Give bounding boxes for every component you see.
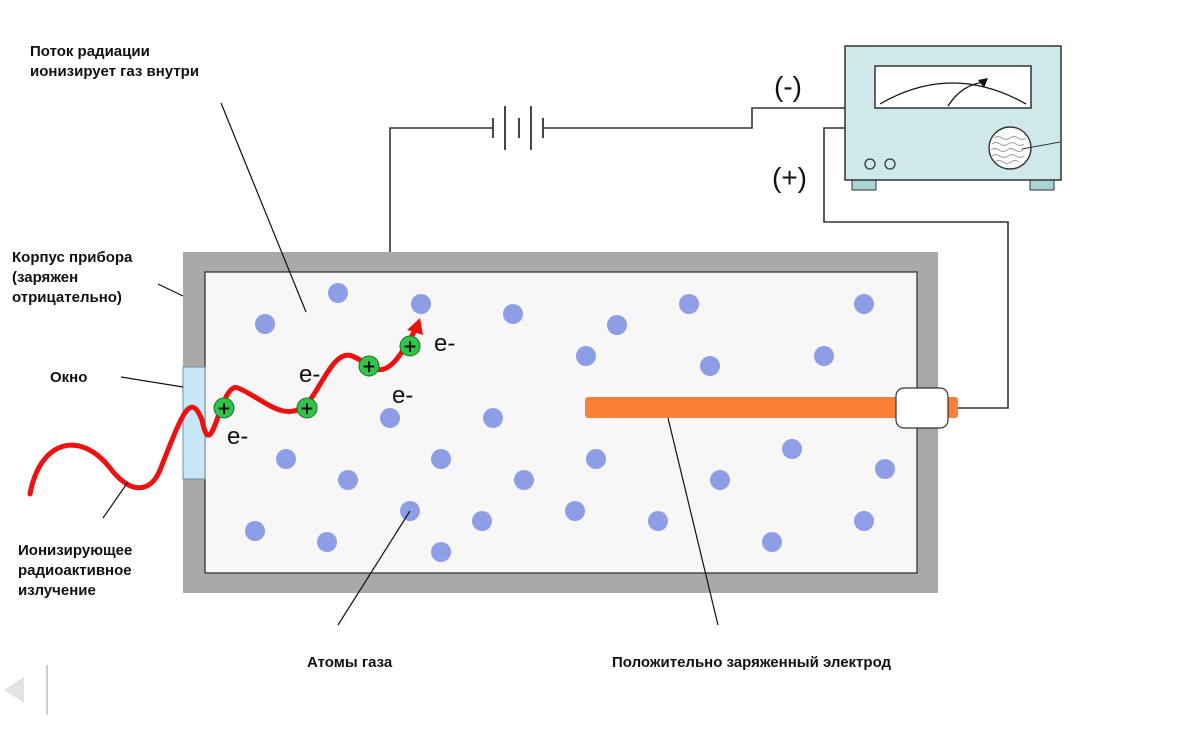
ionizing-radiation-label: Ионизирующее радиоактивное излучение: [18, 542, 133, 599]
gas-atom: [276, 449, 296, 469]
leader-lines: [102, 102, 719, 626]
positive-ion: +: [399, 335, 421, 357]
gas-atom: [483, 408, 503, 428]
meter-knob-left: [864, 158, 876, 170]
leader-radiation-flow: [220, 102, 307, 313]
svg-text:+: +: [403, 337, 417, 357]
gas-atom: [586, 449, 606, 469]
gas-atom: [700, 356, 720, 376]
electron-label: e-: [227, 423, 248, 450]
meter-dial: [988, 126, 1032, 170]
leader-ionizing-radiation: [102, 481, 129, 519]
meter-display: [874, 65, 1032, 109]
electron-label: e-: [299, 361, 320, 388]
svg-text:+: +: [300, 399, 314, 419]
gas-atom: [255, 314, 275, 334]
radiation-flow-label: Поток радиации ионизирует газ внутри: [30, 43, 200, 80]
meter-scale-arc: [879, 82, 1027, 105]
gas-atom: [565, 501, 585, 521]
wire-battery-to-meter: [544, 107, 846, 129]
leader-window: [120, 376, 184, 388]
positive-ion: +: [358, 355, 380, 377]
electrons: e- e- e- e-: [227, 330, 455, 450]
prev-slide-button[interactable]: [0, 665, 48, 715]
chevron-left-icon: [4, 677, 24, 703]
gas-atom: [875, 459, 895, 479]
gas-atom: [648, 511, 668, 531]
positive-ion: +: [296, 397, 318, 419]
positive-electrode-label: Положительно заряженный электрод: [612, 654, 892, 671]
gas-atom: [854, 511, 874, 531]
gas-atom: [472, 511, 492, 531]
meter-dial-texture: [990, 136, 1027, 164]
meter-knob-right: [884, 158, 896, 170]
leader-electrode: [667, 417, 719, 626]
gas-atom: [576, 346, 596, 366]
gas-atom: [328, 283, 348, 303]
window-label: Окно: [50, 369, 88, 386]
gas-chamber: [204, 271, 918, 574]
positive-ions: + + + +: [213, 335, 421, 419]
meter-dial-pointer: [1021, 141, 1061, 150]
positive-ion: +: [213, 397, 235, 419]
gas-atom: [380, 408, 400, 428]
gas-atom: [431, 542, 451, 562]
gas-atom: [317, 532, 337, 552]
gas-atom: [854, 294, 874, 314]
gas-atom: [245, 521, 265, 541]
gas-atom: [710, 470, 730, 490]
terminal-plus-label: (+): [772, 162, 807, 193]
electron-label: e-: [434, 330, 455, 357]
housing-label: Корпус прибора (заряжен отрицательно): [12, 249, 133, 306]
leader-housing: [157, 283, 184, 297]
gas-atom: [431, 449, 451, 469]
terminal-minus-label: (-): [774, 71, 802, 102]
meter-device: [844, 45, 1062, 191]
gas-atom: [514, 470, 534, 490]
electron-label: e-: [392, 382, 413, 409]
wire-meter-to-electrode: [823, 127, 1009, 409]
electrode-insulator: [895, 387, 949, 429]
gas-atom: [814, 346, 834, 366]
svg-text:+: +: [217, 399, 231, 419]
leader-gas-atoms: [337, 510, 411, 626]
battery: [492, 106, 544, 150]
meter-needle-tip: [978, 78, 988, 88]
gas-atoms: [245, 283, 895, 562]
svg-text:+: +: [362, 357, 376, 377]
gas-atom: [762, 532, 782, 552]
wire-housing-to-battery: [389, 127, 492, 252]
gas-atom: [338, 470, 358, 490]
circuit-wires: [389, 107, 1009, 409]
radiation-arrow-head: [407, 318, 423, 335]
gas-atom: [503, 304, 523, 324]
gas-atom: [782, 439, 802, 459]
gas-atom: [679, 294, 699, 314]
gas-atom: [411, 294, 431, 314]
positive-electrode: [585, 397, 958, 418]
gas-atom: [607, 315, 627, 335]
gas-atoms-label: Атомы газа: [307, 654, 393, 671]
